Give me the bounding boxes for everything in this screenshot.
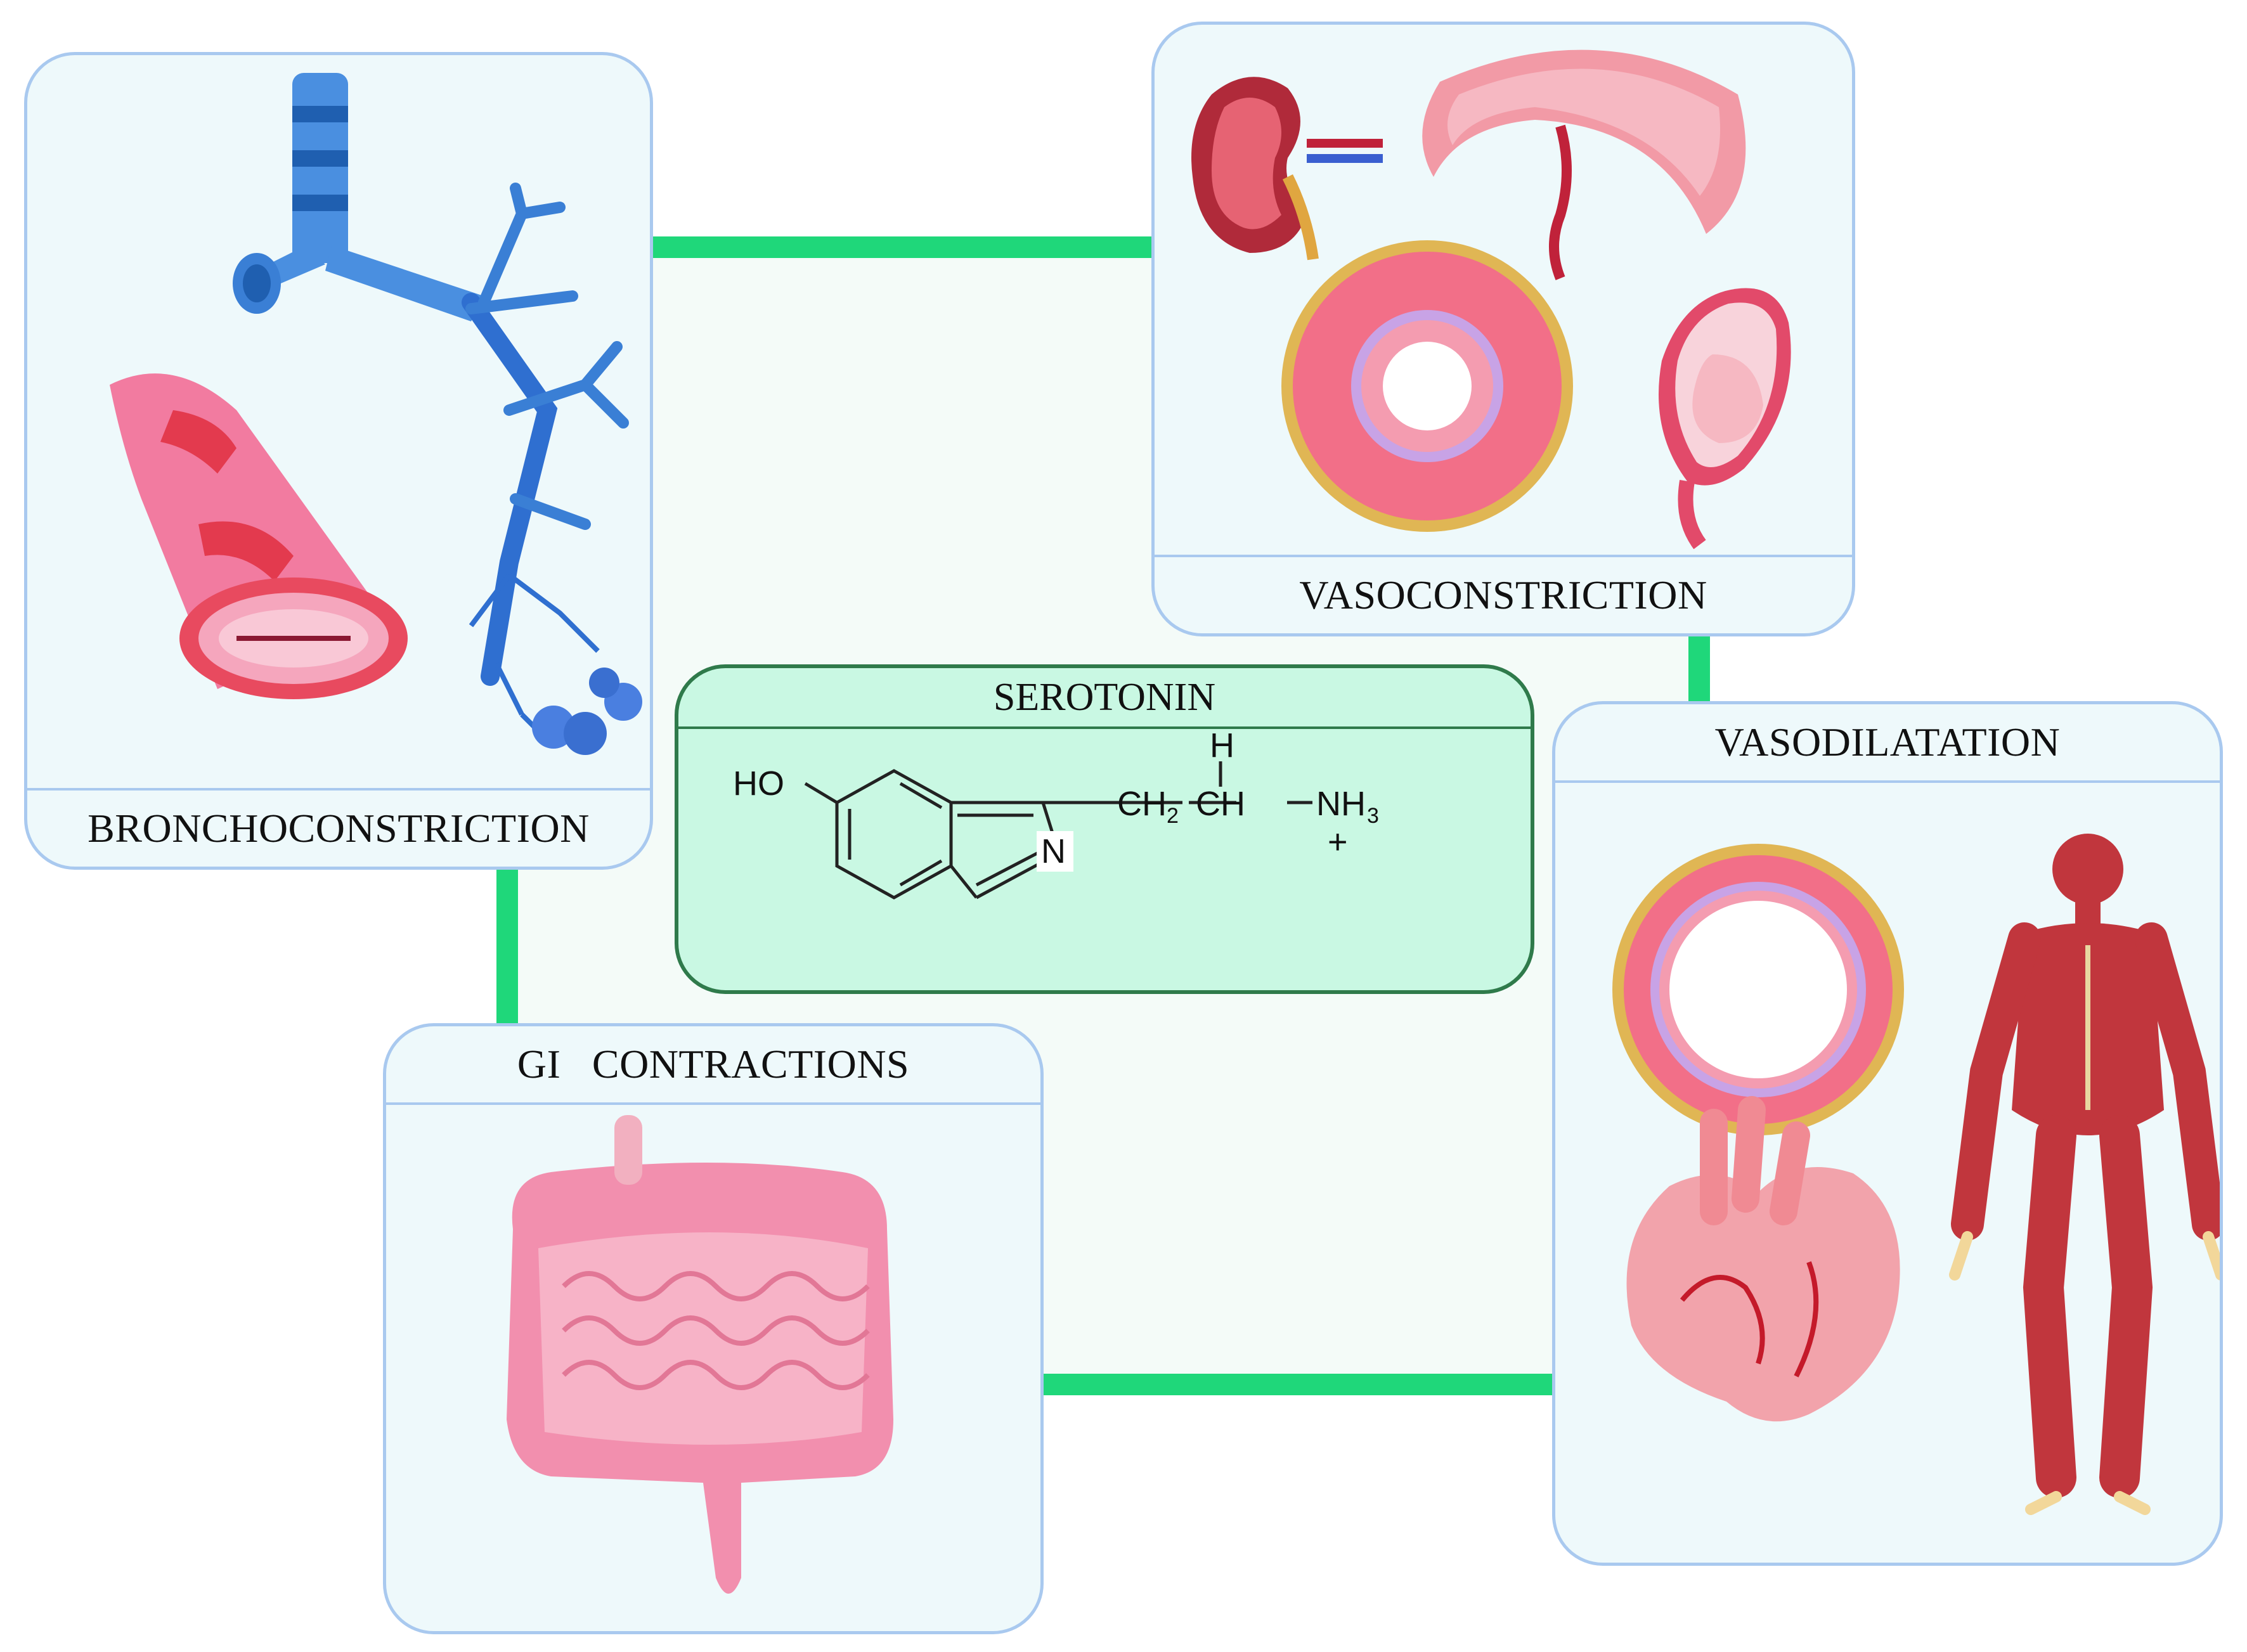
benzene-ring (804, 761, 1312, 900)
n-label: N (1041, 832, 1066, 870)
ch-label: CH (1196, 785, 1245, 823)
pregnant-uterus-icon (1659, 288, 1791, 550)
airway-cross-section-icon (110, 373, 408, 699)
gi-contractions-illustration (507, 1115, 893, 1594)
nh-label: NH (1316, 785, 1366, 823)
vasodilatation-panel: VASODILATATION (1552, 701, 2223, 1566)
vasodilatation-label: VASODILATATION (1555, 704, 2220, 783)
dilated-vessel-icon (1612, 844, 1904, 1135)
nh-subscript: 3 (1367, 804, 1379, 828)
bronchoconstriction-illustration (110, 73, 642, 755)
bronchial-tree-icon (233, 73, 642, 755)
bronchoconstriction-label: BRONCHOCONSTRICTION (27, 788, 650, 867)
heart-icon (1626, 1096, 1900, 1422)
vasoconstriction-illustration (1191, 49, 1791, 550)
muscular-body-icon (1949, 834, 2220, 1515)
vasodilatation-illustration (1612, 834, 2220, 1515)
placenta-icon (1422, 49, 1746, 280)
n-label-bg (1037, 831, 1073, 872)
kidney-icon (1191, 77, 1383, 261)
intestines-icon (507, 1115, 893, 1594)
vasoconstriction-panel: VASOCONSTRICTION (1151, 22, 1855, 636)
serotonin-title: SEROTONIN (678, 668, 1531, 729)
gi-contractions-label: GI CONTRACTIONS (386, 1026, 1040, 1105)
h-label: H (1210, 726, 1234, 765)
serotonin-box: SEROTONIN HO N (675, 664, 1534, 994)
gi-contractions-panel: GI CONTRACTIONS (383, 1023, 1044, 1634)
ch2-label: CH (1117, 785, 1167, 823)
ch2-subscript: 2 (1167, 804, 1179, 828)
bronchoconstriction-panel: BRONCHOCONSTRICTION (24, 52, 653, 870)
serotonin-structure: HO N CH 2 CH H NH 3 + (733, 726, 1379, 900)
vasoconstriction-label: VASOCONSTRICTION (1155, 555, 1852, 633)
ho-label: HO (733, 765, 784, 803)
plus-charge: + (1328, 823, 1348, 861)
blood-vessel-icon (1281, 240, 1573, 532)
